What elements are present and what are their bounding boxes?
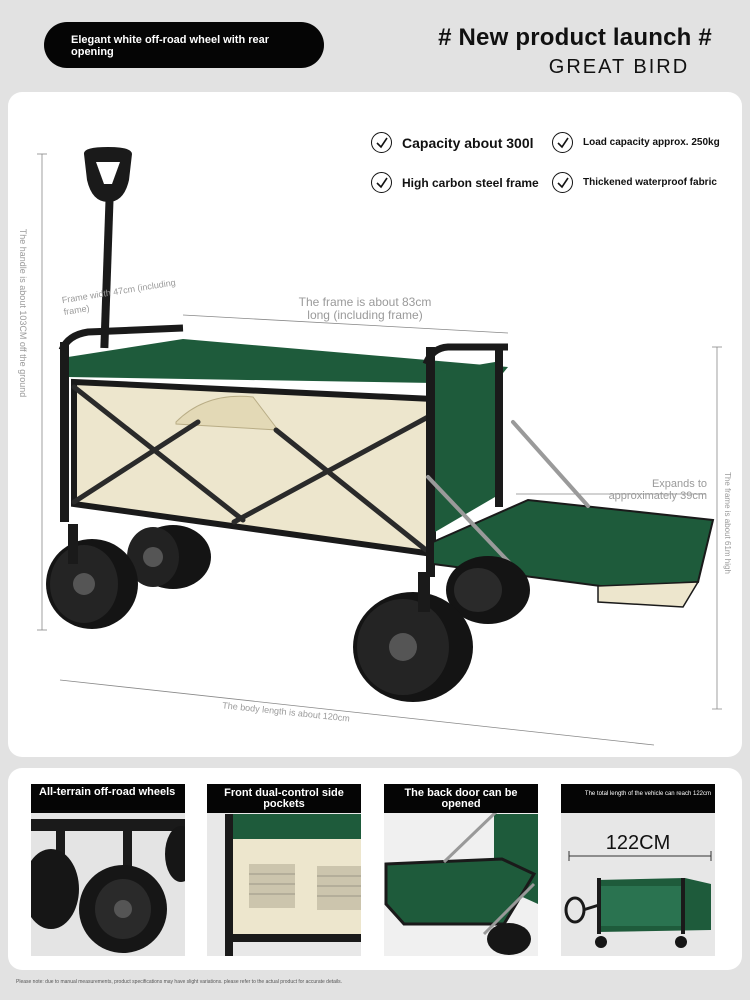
detail-tile-pockets: Front dual-control side pockets <box>207 784 361 956</box>
rear-wheel-left <box>127 525 211 589</box>
tile-label-pockets: Front dual-control side pockets <box>207 784 361 813</box>
detail-tile-back-door: The back door can be opened <box>384 784 538 956</box>
tile-label-total-length: The total length of the vehicle can reac… <box>561 784 715 813</box>
tagline-text: Elegant white off-road wheel with rear o… <box>71 34 270 58</box>
front-wheel-left <box>46 539 138 629</box>
front-wheel-right <box>353 592 473 702</box>
frame-height-label: The frame is about 61m high <box>723 472 732 574</box>
feature-steel-frame: High carbon steel frame <box>371 172 539 193</box>
feature-label: High carbon steel frame <box>402 175 539 190</box>
feature-capacity: Capacity about 300l <box>371 132 534 153</box>
check-icon <box>552 172 573 193</box>
feature-load-capacity: Load capacity approx. 250kg <box>552 132 720 153</box>
feature-waterproof-fabric: Thickened waterproof fabric <box>552 172 717 193</box>
feature-label: Load capacity approx. 250kg <box>583 137 720 148</box>
disclaimer-note: Please note: due to manual measurements,… <box>16 979 343 985</box>
rear-wheel-right <box>446 556 530 624</box>
feature-label: Thickened waterproof fabric <box>583 177 717 188</box>
detail-panel: All-terrain off-road wheels Front dual-c… <box>8 768 742 970</box>
check-icon <box>371 172 392 193</box>
detail-tile-wheels: All-terrain off-road wheels <box>31 784 185 956</box>
launch-title: # New product launch # <box>438 24 712 51</box>
frame-length-label: The frame is about 83cm long (including … <box>298 295 432 322</box>
check-icon <box>552 132 573 153</box>
brand-name: GREAT BIRD <box>548 56 690 78</box>
wagon-illustration <box>37 147 722 746</box>
length-measure-text: 122CM <box>605 832 671 854</box>
feature-label: Capacity about 300l <box>402 134 534 151</box>
check-icon <box>371 132 392 153</box>
tile-label-back-door: The back door can be opened <box>384 784 538 813</box>
product-tagline-pill: Elegant white off-road wheel with rear o… <box>44 22 324 68</box>
detail-tile-total-length: The total length of the vehicle can reac… <box>561 784 715 956</box>
main-product-panel: Capacity about 300l Load capacity approx… <box>8 92 742 757</box>
tile-label-wheels: All-terrain off-road wheels <box>31 784 185 813</box>
expands-label: Expands to approximately 39cm <box>608 478 707 502</box>
handle-height-label: The handle is about 103CM off the ground <box>18 228 28 398</box>
